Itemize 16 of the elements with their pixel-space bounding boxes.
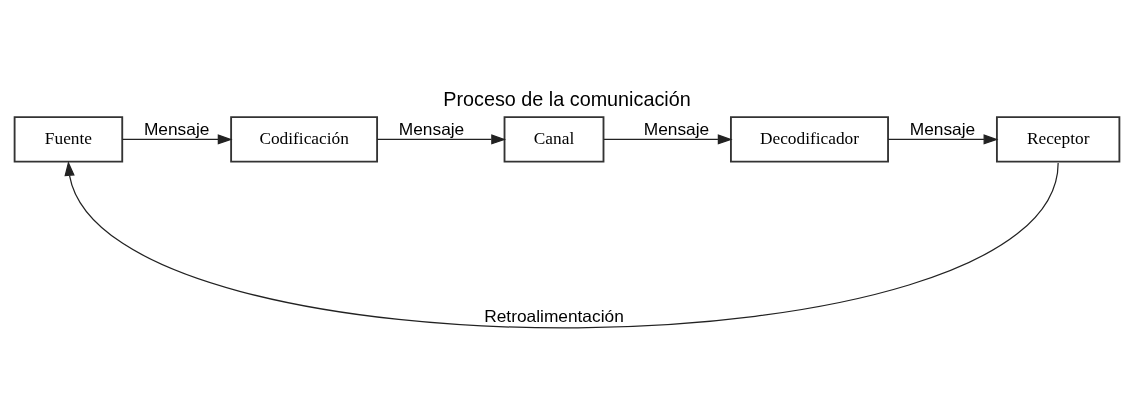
node-box: Fuente bbox=[13, 116, 124, 163]
arrow bbox=[376, 134, 507, 145]
node-box: Receptor bbox=[996, 116, 1121, 163]
edge-label: Mensaje bbox=[909, 118, 976, 139]
arrow bbox=[121, 134, 233, 145]
node-box: Canal bbox=[503, 116, 605, 163]
edge-label: Mensaje bbox=[143, 118, 210, 139]
edge-label: Retroalimentación bbox=[484, 305, 624, 326]
arrow bbox=[603, 134, 733, 145]
edge-label: Mensaje bbox=[643, 118, 710, 139]
node-box: Decodificador bbox=[730, 116, 889, 163]
node-box: Codificación bbox=[230, 116, 379, 163]
edge-label: Mensaje bbox=[398, 118, 465, 139]
arrow bbox=[887, 134, 999, 145]
diagram-title: Proceso de la comunicación bbox=[443, 87, 691, 110]
arrow bbox=[64, 161, 1059, 329]
